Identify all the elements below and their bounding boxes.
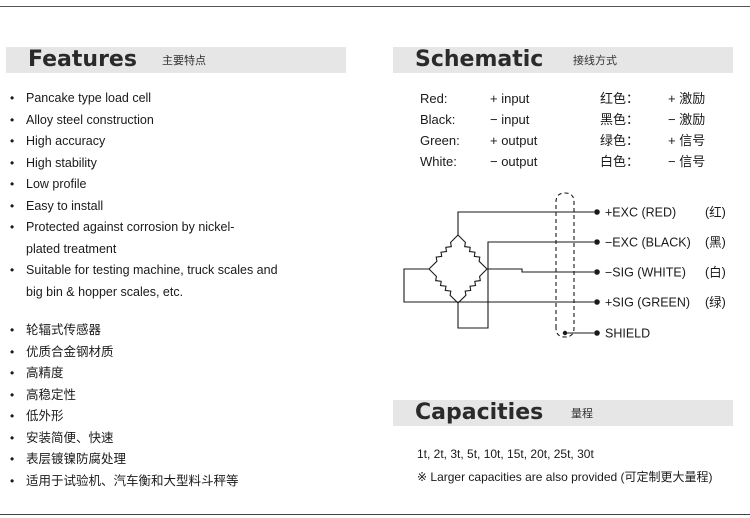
terminal-label-cn: (黑) bbox=[705, 236, 726, 250]
wire-exc-minus bbox=[457, 241, 594, 329]
wire-exc-plus bbox=[457, 211, 594, 235]
list-item: 低外形 bbox=[10, 406, 340, 428]
wire-row-white: White: − output 白色： − 信号 bbox=[420, 151, 740, 172]
list-item: 优质合金钢材质 bbox=[10, 342, 340, 364]
list-item: 表层镀镍防腐处理 bbox=[10, 449, 340, 471]
terminal-dot bbox=[594, 209, 600, 215]
capacities-header: Capacities 量程 bbox=[393, 400, 733, 426]
wire-sep: : bbox=[443, 91, 448, 106]
wire-row-green: Green: + output 绿色： + 信号 bbox=[420, 130, 740, 151]
wire-color-cn: 红色 bbox=[600, 91, 627, 106]
wire-sep-cn: ： bbox=[626, 133, 640, 148]
wire-function: + input bbox=[490, 91, 530, 106]
list-item: Pancake type load cell bbox=[10, 88, 340, 110]
terminal-label: −SIG (WHITE) bbox=[605, 266, 686, 280]
wire-color-cn: 白色 bbox=[600, 154, 627, 169]
list-item: High stability bbox=[10, 153, 340, 175]
wire-color: White bbox=[420, 154, 454, 169]
list-item: 高精度 bbox=[10, 363, 340, 385]
wire-sep: : bbox=[456, 133, 460, 148]
features-list-cn: 轮辐式传感器 优质合金钢材质 高精度 高稳定性 低外形 安装简便、快速 表层镀镍… bbox=[10, 320, 340, 492]
features-title: Features bbox=[28, 47, 137, 72]
list-item: Protected against corrosion by nickel-pl… bbox=[10, 217, 258, 260]
list-item: Easy to install bbox=[10, 196, 340, 218]
shield-junction-dot bbox=[562, 330, 568, 336]
list-item: 适用于试验机、汽车衡和大型料斗秤等 bbox=[10, 471, 340, 493]
wire-sep: : bbox=[451, 112, 456, 127]
list-item: Alloy steel construction bbox=[10, 110, 340, 132]
list-item: 高稳定性 bbox=[10, 385, 340, 407]
wire-sig-plus bbox=[403, 268, 594, 303]
wire-function-cn: − 激励 bbox=[668, 112, 706, 127]
list-item: Suitable for testing machine, truck scal… bbox=[10, 260, 286, 303]
terminal-dot bbox=[594, 299, 600, 305]
wire-color: Black bbox=[420, 112, 452, 127]
wire-sep-cn: ： bbox=[626, 112, 640, 127]
wire-function: − input bbox=[490, 112, 530, 127]
list-item: High accuracy bbox=[10, 131, 340, 153]
capacities-title-cn: 量程 bbox=[571, 408, 593, 420]
wire-sig-minus bbox=[487, 268, 594, 273]
bottom-divider bbox=[0, 514, 750, 515]
wire-function: + output bbox=[490, 133, 538, 148]
schematic-header: Schematic 接线方式 bbox=[393, 47, 733, 73]
wire-function-cn: + 信号 bbox=[668, 133, 706, 148]
capacities-note: ※ Larger capacities are also provided (可… bbox=[417, 470, 713, 484]
capacities-list: 1t, 2t, 3t, 5t, 10t, 15t, 20t, 25t, 30t bbox=[417, 447, 594, 461]
capacities-title: Capacities bbox=[415, 400, 544, 425]
bridge-resistor-top-left bbox=[428, 234, 459, 270]
schematic-title: Schematic bbox=[415, 47, 544, 72]
wire-row-red: Red: + input 红色： + 激励 bbox=[420, 88, 740, 109]
terminal-label: SHIELD bbox=[605, 327, 650, 341]
bridge-resistor-bottom-left bbox=[428, 268, 459, 304]
terminal-label: +SIG (GREEN) bbox=[605, 296, 690, 310]
bridge-resistor-top-right bbox=[457, 234, 488, 270]
wire-color-cn: 绿色 bbox=[600, 133, 627, 148]
wire-color-cn: 黑色 bbox=[600, 112, 627, 127]
terminal-dot bbox=[594, 330, 600, 336]
terminal-label-cn: (白) bbox=[705, 265, 726, 280]
list-item: 安装简便、快速 bbox=[10, 428, 340, 450]
features-title-cn: 主要特点 bbox=[162, 55, 206, 67]
schematic-title-cn: 接线方式 bbox=[573, 55, 617, 67]
terminal-dot bbox=[594, 269, 600, 275]
wiring-schematic: +EXC (RED) (红) −EXC (BLACK) (黑) −SIG (WH… bbox=[403, 192, 726, 341]
wire-sep-cn: ： bbox=[626, 91, 640, 106]
top-divider bbox=[0, 0, 750, 7]
wire-function-cn: + 激励 bbox=[668, 91, 706, 106]
wire-sep-cn: ： bbox=[626, 154, 640, 169]
terminal-label: +EXC (RED) bbox=[605, 206, 676, 220]
bridge-resistor-bottom-right bbox=[457, 268, 488, 304]
wire-sep: : bbox=[453, 154, 457, 169]
list-item: Low profile bbox=[10, 174, 340, 196]
terminal-label-cn: (绿) bbox=[705, 295, 726, 310]
terminal-label-cn: (红) bbox=[705, 205, 726, 220]
list-item: 轮辐式传感器 bbox=[10, 320, 340, 342]
wire-row-black: Black: − input 黑色： − 激励 bbox=[420, 109, 740, 130]
cable-sheath bbox=[555, 192, 575, 338]
wire-function: − output bbox=[490, 154, 538, 169]
terminal-label: −EXC (BLACK) bbox=[605, 236, 691, 250]
wire-color: Red bbox=[420, 91, 444, 106]
wire-function-cn: − 信号 bbox=[668, 154, 706, 169]
terminal-dot bbox=[594, 239, 600, 245]
features-header: Features 主要特点 bbox=[6, 47, 346, 73]
wire-color: Green bbox=[420, 133, 457, 148]
features-list-en: Pancake type load cell Alloy steel const… bbox=[10, 88, 340, 303]
